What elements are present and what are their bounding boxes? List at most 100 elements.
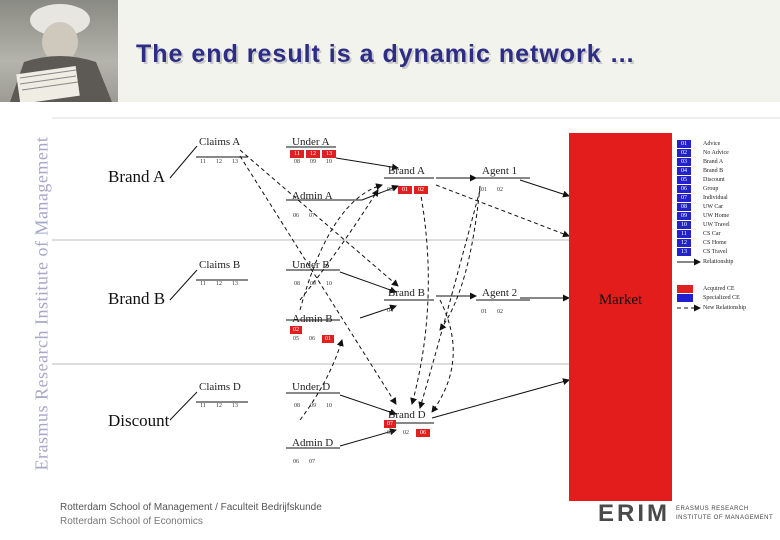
legend-label: UW Home xyxy=(703,213,730,219)
brand-b-node: Brand B xyxy=(388,287,425,299)
relationship-line xyxy=(339,428,397,447)
tag: 08 xyxy=(294,403,300,409)
relationship-line xyxy=(339,271,397,294)
tag: 11 xyxy=(200,281,206,287)
tag: 04 xyxy=(387,308,393,314)
tag-acquired: 02 xyxy=(414,186,428,194)
legend-specialized-label: Specialized CE xyxy=(703,295,740,301)
tag: 12 xyxy=(216,281,222,287)
tag: 02 xyxy=(403,430,409,436)
footer-line-1: Rotterdam School of Management / Faculte… xyxy=(60,502,322,513)
brand-a-label: Brand A xyxy=(108,167,166,186)
legend-code: 05 xyxy=(677,176,691,184)
new-relationship-line xyxy=(299,183,383,311)
tag: 12 xyxy=(216,159,222,165)
admin-b-node: Admin B xyxy=(292,313,333,325)
tag-acquired: 01 xyxy=(322,335,334,343)
tag: 09 xyxy=(310,159,316,165)
legend-code: 01 xyxy=(677,140,691,148)
legend-label: Group xyxy=(703,186,719,192)
institute-name-line-2: INSTITUTE OF MANAGEMENT xyxy=(676,515,774,521)
legend-specialized-swatch xyxy=(677,294,693,302)
tag: 10 xyxy=(326,403,332,409)
relationship-line xyxy=(359,304,397,319)
legend-code: 12 xyxy=(677,239,691,247)
legend-label: Discount xyxy=(703,177,725,183)
brand-b-label: Brand B xyxy=(108,289,166,308)
tag: 01 xyxy=(481,309,487,315)
relationship-line xyxy=(169,145,198,179)
tag: 03 xyxy=(387,187,393,193)
legend-code: 07 xyxy=(677,194,691,202)
tag: 09 xyxy=(310,281,316,287)
relationship-line xyxy=(361,184,399,201)
tag: 11 xyxy=(200,403,206,409)
footer-line-2: Rotterdam School of Economics xyxy=(60,516,203,527)
new-relationship-line xyxy=(439,185,481,331)
legend-label: UW Car xyxy=(703,204,724,210)
tag: 10 xyxy=(326,281,332,287)
legend-label: Brand B xyxy=(703,168,724,174)
tag: 13 xyxy=(232,159,238,165)
tag: 11 xyxy=(200,159,206,165)
legend-label: Advice xyxy=(703,141,721,147)
tag-acquired: 06 xyxy=(416,429,430,437)
relationship-line xyxy=(431,378,570,419)
tag: 08 xyxy=(294,281,300,287)
legend-code: 04 xyxy=(677,167,691,175)
legend-code: 13 xyxy=(677,248,691,256)
claims-b-node: Claims B xyxy=(199,259,241,271)
legend-label: Brand A xyxy=(703,159,724,165)
new-relationship-line xyxy=(299,189,379,301)
new-relationship-line xyxy=(299,339,344,421)
tag: 06 xyxy=(293,213,299,219)
tag: 10 xyxy=(326,159,332,165)
tag: 07 xyxy=(309,459,315,465)
market-label: Market xyxy=(598,292,643,308)
tag: 06 xyxy=(293,459,299,465)
legend-acquired-swatch xyxy=(677,285,693,293)
under-b-node: Under B xyxy=(292,259,330,271)
legend-relationship-label: Relationship xyxy=(703,259,734,265)
legend-new-relationship-label: New Relationship xyxy=(703,305,747,311)
legend-code: 09 xyxy=(677,212,691,220)
tag: 08 xyxy=(294,159,300,165)
relationship-line xyxy=(339,394,397,416)
claims-d-node: Claims D xyxy=(199,381,241,393)
legend-code: 06 xyxy=(677,185,691,193)
tag: 12 xyxy=(216,403,222,409)
relationship-line xyxy=(169,269,198,301)
under-a-node: Under A xyxy=(292,136,330,148)
legend-label: Individual xyxy=(703,195,728,201)
legend-label: CS Car xyxy=(703,231,721,237)
tag-acquired: 02 xyxy=(290,326,302,334)
tag: 01 xyxy=(481,187,487,193)
tag-acquired: 11 xyxy=(290,150,304,158)
new-relationship-line xyxy=(410,189,429,405)
tag: 07 xyxy=(309,213,315,219)
brand-a-node: Brand A xyxy=(388,165,425,177)
legend-label: CS Travel xyxy=(703,249,728,255)
erim-logo: ERIM xyxy=(598,500,670,527)
erasmus-portrait-image xyxy=(0,0,118,102)
discount-label: Discount xyxy=(108,411,170,430)
under-d-node: Under D xyxy=(292,381,331,393)
tag-acquired: 01 xyxy=(398,186,412,194)
legend-code: 08 xyxy=(677,203,691,211)
relationship-line xyxy=(335,157,399,171)
tag-acquired: 12 xyxy=(306,150,320,158)
tag: 13 xyxy=(232,403,238,409)
legend-code: 02 xyxy=(677,149,691,157)
legend-code: 10 xyxy=(677,221,691,229)
admin-a-node: Admin A xyxy=(292,190,333,202)
tag: 05 xyxy=(293,336,299,342)
new-relationship-line xyxy=(435,184,570,238)
legend-label: CS Home xyxy=(703,240,727,246)
header-band xyxy=(0,0,780,102)
tag: 05 xyxy=(387,430,393,436)
tag-acquired: 13 xyxy=(322,150,336,158)
legend-code: 03 xyxy=(677,158,691,166)
brand-d-node: Brand D xyxy=(388,409,426,421)
agent-1-node: Agent 1 xyxy=(482,165,518,177)
